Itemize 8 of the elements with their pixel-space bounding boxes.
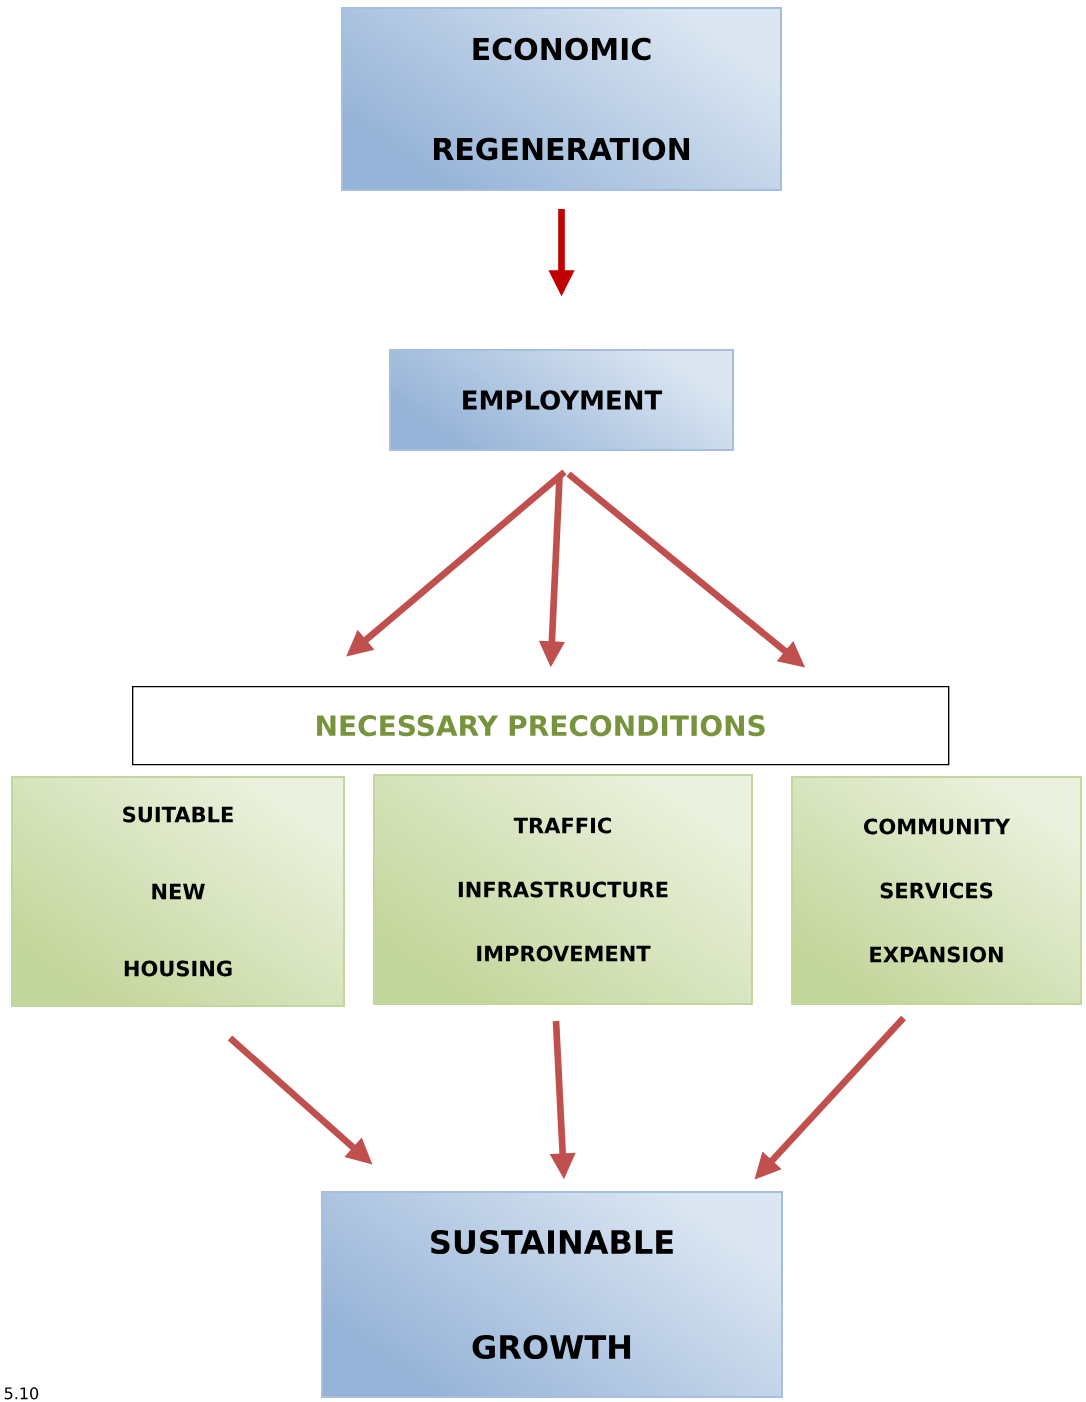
heading-box: NECESSARY PRECONDITIONS <box>132 686 950 766</box>
process-box: COMMUNITY SERVICES EXPANSION <box>791 776 1082 1005</box>
result-box: SUSTAINABLE GROWTH <box>321 1191 783 1398</box>
figure-number: 5.10 <box>4 1387 39 1400</box>
process-box: EMPLOYMENT <box>389 349 734 451</box>
process-box: SUITABLE NEW HOUSING <box>11 776 345 1007</box>
process-box: TRAFFIC INFRASTRUCTURE IMPROVEMENT <box>373 774 753 1005</box>
title-box: ECONOMIC REGENERATION <box>341 7 782 191</box>
